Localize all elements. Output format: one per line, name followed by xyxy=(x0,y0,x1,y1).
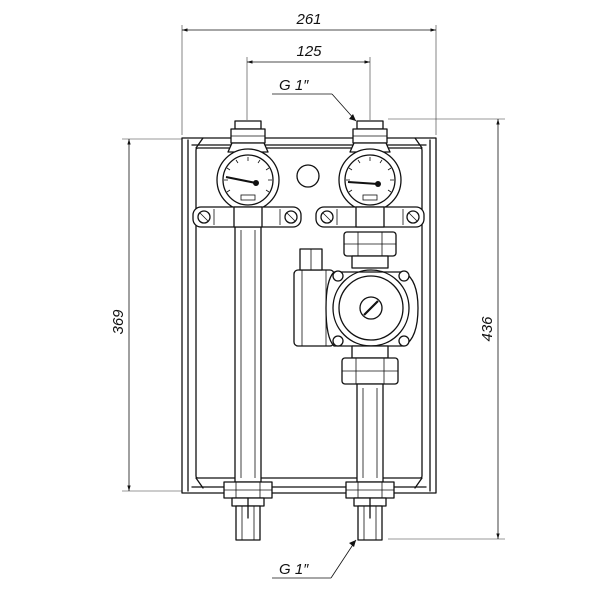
dimension-frame-height: 369 xyxy=(110,138,182,492)
left-pipe-clamp xyxy=(192,206,302,228)
right-pipe-assembly xyxy=(293,120,425,541)
thermometer-dial-icon xyxy=(338,148,402,212)
left-pipe-assembly xyxy=(192,120,302,541)
leader-top-thread: G 1″ xyxy=(272,77,357,122)
leader-bottom-thread: G 1″ xyxy=(272,539,357,579)
label-bottom-thread: G 1″ xyxy=(279,561,309,578)
label-top-thread: G 1″ xyxy=(279,77,309,94)
dimension-overall-width: 261 xyxy=(181,11,437,135)
dimension-label-overall-width: 261 xyxy=(295,11,321,28)
mounting-hole xyxy=(296,164,320,188)
dimension-label-pipe-spacing: 125 xyxy=(296,43,322,60)
dimension-pipe-spacing: 125 xyxy=(246,43,371,120)
right-pipe-clamp xyxy=(315,206,425,228)
dimension-label-overall-height: 436 xyxy=(479,316,496,342)
dimension-overall-height: 436 xyxy=(388,118,505,540)
dimension-label-frame-height: 369 xyxy=(110,309,127,335)
thermometer-dial-icon xyxy=(216,148,280,212)
circulation-pump-icon xyxy=(293,248,419,347)
